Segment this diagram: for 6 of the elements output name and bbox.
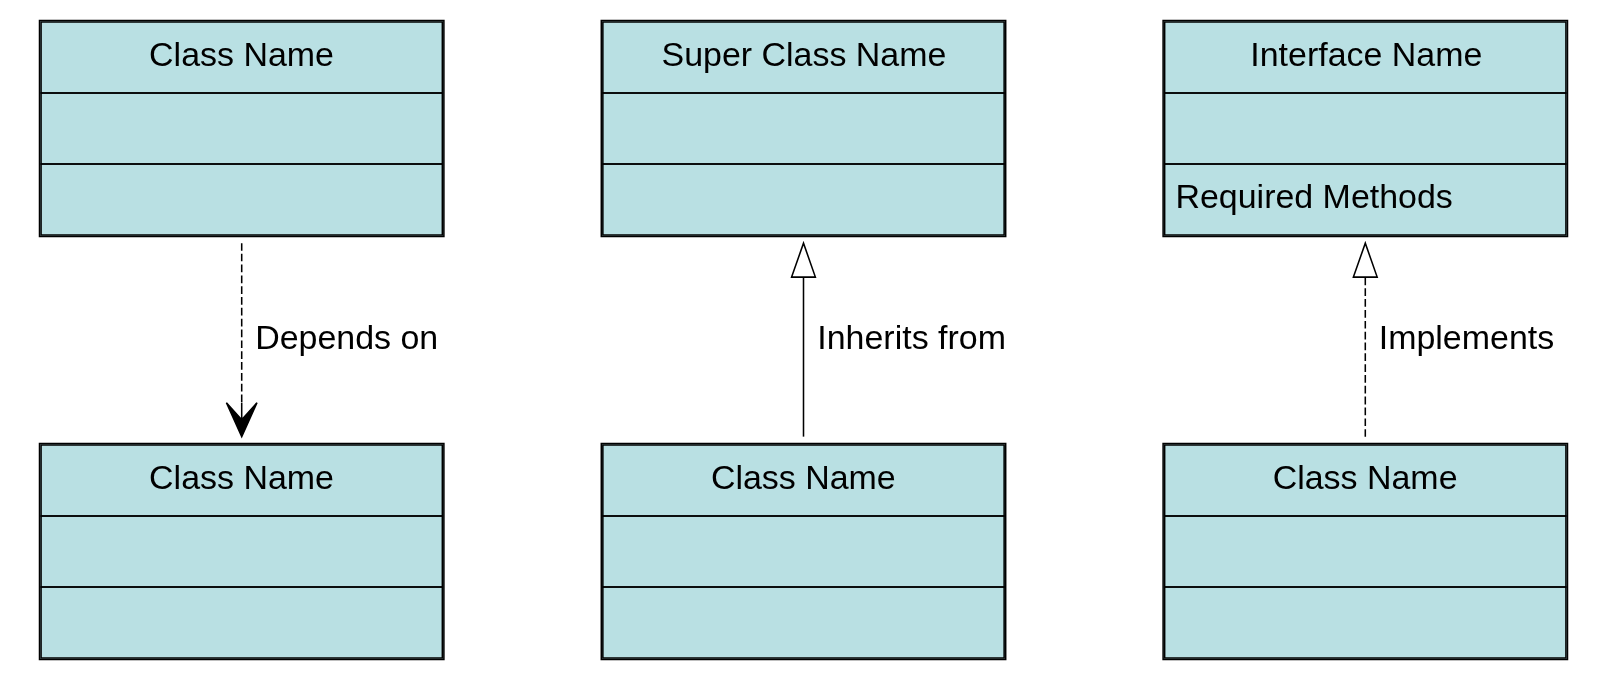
edge-label: Depends on <box>254 317 438 356</box>
arrow <box>1351 240 1378 438</box>
edge-label: Implements <box>1378 317 1554 356</box>
arrow <box>790 240 816 438</box>
edge-label: Inherits from <box>816 317 1006 356</box>
arrow <box>225 242 258 438</box>
